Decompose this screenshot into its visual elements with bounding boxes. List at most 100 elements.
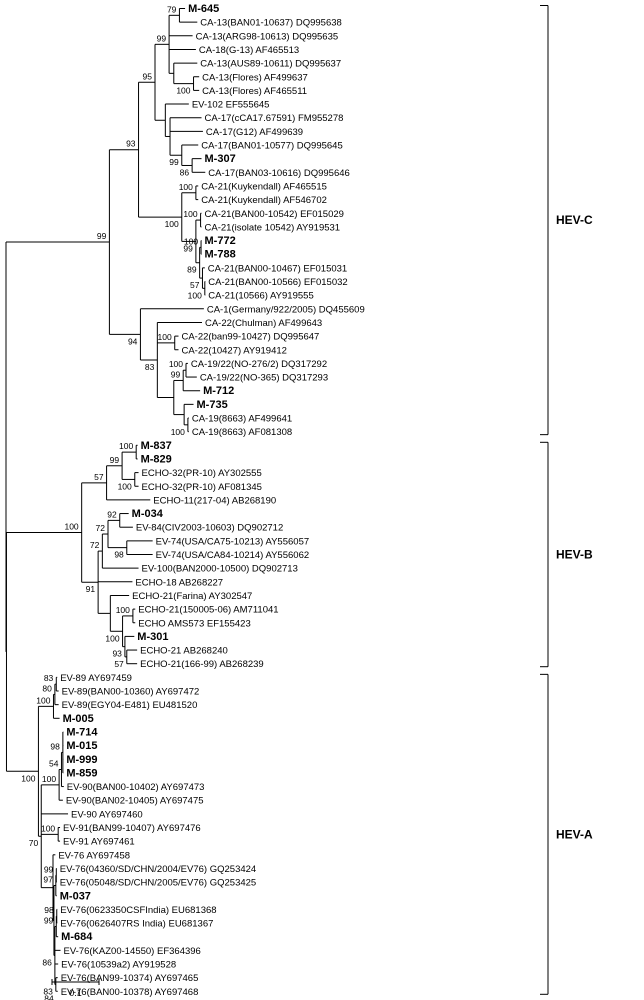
- bootstrap-value: 98: [44, 905, 54, 915]
- taxon-label-ev-89-ay697459: EV-89 AY697459: [60, 673, 132, 684]
- taxon-label-ev-84-civ2003-10603-dq902712: EV-84(CIV2003-10603) DQ902712: [136, 523, 283, 534]
- taxon-label-ca-13-aus89-10611-dq995637: CA-13(AUS89-10611) DQ995637: [200, 59, 341, 70]
- taxon-label-ev-76-ban00-10378-ay697468: EV-76(BAN00-10378) AY697468: [61, 987, 199, 998]
- taxon-label-ca-22-chulman-af499643: CA-22(Chulman) AF499643: [205, 318, 322, 329]
- bootstrap-value: 89: [187, 265, 197, 275]
- taxon-label-m-712: M-712: [203, 385, 234, 397]
- taxon-label-ca-18-g-13-af465513: CA-18(G-13) AF465513: [199, 45, 299, 56]
- bootstrap-value: 57: [190, 280, 200, 290]
- bootstrap-value: 72: [90, 540, 100, 550]
- bootstrap-value: 92: [107, 509, 117, 519]
- taxon-label-ev-100-ban2000-10500-dq902713: EV-100(BAN2000-10500) DQ902713: [142, 564, 298, 575]
- taxon-label-ca-21-10566-ay919555: CA-21(10566) AY919555: [208, 291, 313, 302]
- taxon-label-m-837: M-837: [141, 440, 172, 452]
- bootstrap-value: 83: [43, 986, 53, 996]
- taxon-label-m-645: M-645: [188, 3, 219, 15]
- bootstrap-value: 100: [165, 219, 179, 229]
- taxon-label-ev-76-04360-sd-chn-2004-ev76-gq253424: EV-76(04360/SD/CHN/2004/EV76) GQ253424: [60, 864, 256, 875]
- bootstrap-value: 86: [180, 167, 190, 177]
- taxon-label-ca-21-ban00-10542-ef015029: CA-21(BAN00-10542) EF015029: [205, 209, 344, 220]
- bootstrap-value: 100: [184, 236, 198, 246]
- bootstrap-value: 83: [44, 673, 54, 683]
- taxon-label-ca-21-isolate-10542-ay919531: CA-21(isolate 10542) AY919531: [205, 222, 341, 233]
- taxon-label-ca-21-ban00-10467-ef015031: CA-21(BAN00-10467) EF015031: [208, 263, 347, 274]
- bootstrap-value: 100: [188, 290, 202, 300]
- bootstrap-value: 57: [94, 472, 104, 482]
- taxon-label-m-714: M-714: [66, 726, 98, 738]
- taxon-label-ca-19-22-no-365-dq317293: CA-19/22(NO-365) DQ317293: [200, 373, 328, 384]
- taxon-label-echo-11-217-04-ab268190: ECHO-11(217-04) AB268190: [153, 495, 276, 506]
- taxon-label-ca-21-kuykendall-af546702: CA-21(Kuykendall) AF546702: [201, 195, 327, 206]
- bootstrap-value: 98: [114, 550, 124, 560]
- taxon-label-ca-19-22-no-276-2-dq317292: CA-19/22(NO-276/2) DQ317292: [191, 359, 327, 370]
- taxon-label-echo-32-pr-10-af081345: ECHO-32(PR-10) AF081345: [142, 482, 262, 493]
- taxon-label-ev-89-ban00-10360-ay697472: EV-89(BAN00-10360) AY697472: [62, 687, 200, 698]
- bootstrap-value: 100: [42, 774, 56, 784]
- bootstrap-value: 95: [143, 71, 153, 81]
- taxon-label-m-735: M-735: [197, 399, 228, 411]
- bootstrap-value: 100: [158, 332, 172, 342]
- taxon-label-m-301: M-301: [137, 631, 168, 643]
- bootstrap-value: 99: [97, 231, 107, 241]
- taxon-label-ca-19-8663-af499641: CA-19(8663) AF499641: [192, 414, 292, 425]
- taxon-label-ca-17-ban03-10616-dq995646: CA-17(BAN03-10616) DQ995646: [208, 168, 350, 179]
- taxon-label-ca-17-cca17-67591-fm955278: CA-17(cCA17.67591) FM955278: [205, 113, 344, 124]
- bootstrap-value: 100: [105, 633, 119, 643]
- bootstrap-value: 80: [42, 683, 52, 693]
- taxon-label-ev-74-usa-ca75-10213-ay556057: EV-74(USA/CA75-10213) AY556057: [156, 536, 310, 547]
- bootstrap-value: 54: [49, 758, 59, 768]
- taxon-label-ev-90-ban02-10405-ay697475: EV-90(BAN02-10405) AY697475: [66, 796, 204, 807]
- taxon-label-echo-32-pr-10-ay302555: ECHO-32(PR-10) AY302555: [142, 468, 262, 479]
- bootstrap-value: 100: [64, 522, 78, 532]
- taxon-label-ev-90-ban00-10402-ay697473: EV-90(BAN00-10402) AY697473: [67, 782, 205, 793]
- taxon-label-echo-ams573-ef155423: ECHO AMS573 EF155423: [138, 618, 250, 629]
- bootstrap-value: 100: [179, 182, 193, 192]
- taxon-label-ev-102-ef555645: EV-102 EF555645: [192, 100, 270, 111]
- taxon-label-m-307: M-307: [205, 153, 236, 165]
- taxon-label-m-999: M-999: [66, 754, 97, 766]
- taxon-label-m-005: M-005: [63, 713, 94, 725]
- taxon-label-m-772: M-772: [205, 235, 236, 247]
- clade-label-hev-a: HEV-A: [556, 827, 593, 841]
- bootstrap-value: 70: [29, 838, 39, 848]
- scale-bar-label: 0.1: [69, 988, 82, 998]
- taxon-label-m-788: M-788: [205, 249, 236, 261]
- taxon-label-echo-21-166-99-ab268239: ECHO-21(166-99) AB268239: [140, 659, 264, 670]
- taxon-label-echo-21-farina-ay302547: ECHO-21(Farina) AY302547: [132, 591, 252, 602]
- bootstrap-value: 100: [116, 605, 130, 615]
- bootstrap-value: 94: [128, 336, 138, 346]
- bootstrap-value: 99: [183, 243, 193, 253]
- bootstrap-value: 99: [110, 455, 120, 465]
- bootstrap-value: 93: [112, 649, 122, 659]
- bootstrap-value: 100: [171, 427, 185, 437]
- taxon-label-ev-76-ay697458: EV-76 AY697458: [58, 850, 130, 861]
- taxon-label-m-034: M-034: [132, 508, 164, 520]
- taxon-label-ev-76-ban99-10374-ay697465: EV-76(BAN99-10374) AY697465: [61, 973, 199, 984]
- taxon-label-ca-17-ban01-10577-dq995645: CA-17(BAN01-10577) DQ995645: [201, 141, 343, 152]
- taxon-label-ev-91-ban99-10407-ay697476: EV-91(BAN99-10407) AY697476: [63, 823, 201, 834]
- taxon-label-ca-13-flores-af465511: CA-13(Flores) AF465511: [202, 86, 307, 97]
- bootstrap-value: 99: [171, 369, 181, 379]
- taxon-label-ca-21-kuykendall-af465515: CA-21(Kuykendall) AF465515: [201, 181, 327, 192]
- bootstrap-value: 100: [118, 481, 132, 491]
- taxon-label-ca-22-ban99-10427-dq995647: CA-22(ban99-10427) DQ995647: [181, 332, 319, 343]
- bootstrap-value: 100: [169, 359, 183, 369]
- taxon-label-m-829: M-829: [141, 453, 172, 465]
- bootstrap-value: 99: [44, 915, 54, 925]
- bootstrap-value: 100: [41, 823, 55, 833]
- clade-label-hev-b: HEV-B: [556, 548, 593, 562]
- bootstrap-value: 100: [119, 441, 133, 451]
- taxon-label-ev-76-10539a2-ay919528: EV-76(10539a2) AY919528: [61, 960, 176, 971]
- bootstrap-value: 91: [86, 584, 96, 594]
- bootstrap-value: 99: [169, 157, 179, 167]
- taxon-label-ca-13-ban01-10637-dq995638: CA-13(BAN01-10637) DQ995638: [200, 18, 342, 29]
- taxon-label-ev-89-egy04-e481-eu481520: EV-89(EGY04-E481) EU481520: [62, 700, 198, 711]
- taxon-label-m-859: M-859: [66, 767, 97, 779]
- taxon-label-ev-76-kaz00-14550-ef364396: EV-76(KAZ00-14550) EF364396: [64, 946, 201, 957]
- taxon-label-ev-76-0623350csfindia-eu681368: EV-76(0623350CSFIndia) EU681368: [60, 905, 216, 916]
- taxon-label-m-037: M-037: [60, 890, 91, 902]
- taxon-label-ca-19-8663-af081308: CA-19(8663) AF081308: [192, 427, 292, 438]
- taxon-label-ev-76-05048-sd-chn-2005-ev76-gq253425: EV-76(05048/SD/CHN/2005/EV76) GQ253425: [60, 878, 256, 889]
